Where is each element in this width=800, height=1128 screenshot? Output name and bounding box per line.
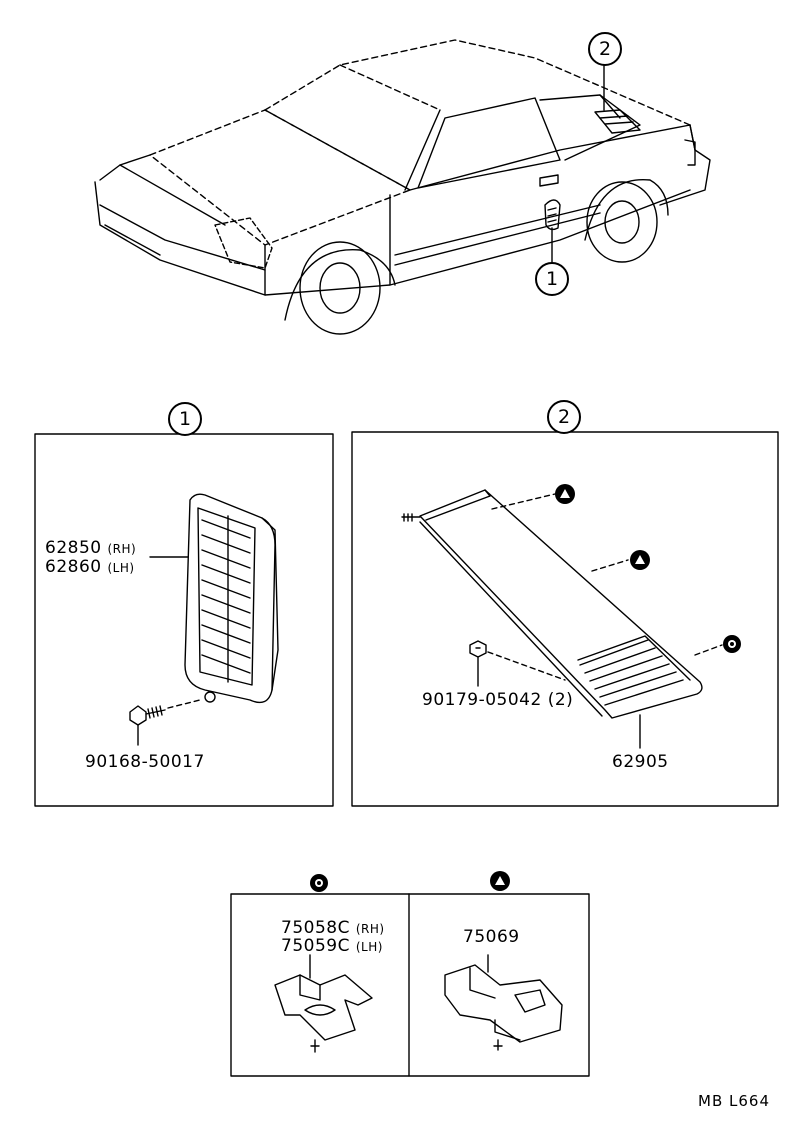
car-side-window [417,97,561,189]
part-75069-label: 75069 [463,927,520,947]
car-roof-outline [264,39,691,126]
side-louver-drawing [184,493,279,704]
callout-1-car: 1 [535,262,569,296]
side-indicator: (LH) [107,561,135,575]
part-75059c-label: 75059C (LH) [281,936,383,957]
nut-drawing [469,640,566,687]
part-90168-50017-label: 90168-50017 [85,752,205,772]
car-illustration [94,39,711,335]
part-90179-05042-label: 90179-05042 (2) [422,690,574,710]
symbol-marks [310,484,741,892]
part-number: 75058C [281,918,350,938]
rear-louver-drawing [401,489,703,719]
screw-drawing [129,699,201,746]
car-rear-louver [594,109,641,134]
side-indicator: (RH) [355,922,385,936]
car-rear-wheel-arch [584,178,669,241]
clips-panel-frame [230,893,590,1077]
clip-75069-drawing [444,954,563,1051]
part-number: 75059C [281,936,350,956]
car-door-handle [539,174,559,187]
part-62860-label: 62860 (LH) [45,557,135,578]
car-hood [149,109,411,246]
side-indicator: (LH) [355,940,383,954]
car-headlight [214,217,273,269]
callout-2-car: 2 [588,32,622,66]
part-62905-label: 62905 [612,752,669,772]
part-62850-label: 62850 (RH) [45,538,136,559]
diagram-code: MB L664 [698,1092,770,1110]
callout-2-panel: 2 [547,400,581,434]
car-door-louver [544,199,561,231]
part-number: 62850 [45,538,102,558]
part-75058c-label: 75058C (RH) [281,918,385,939]
car-side-body [264,189,691,296]
car-front-wheel-arch [284,249,396,321]
callout-1-panel: 1 [168,402,202,436]
car-rear-wheel [586,181,658,263]
car-rear [659,124,711,206]
side-indicator: (RH) [107,542,137,556]
part-number: 62860 [45,557,102,577]
car-front-bumper [94,181,266,296]
panel-1-frame [34,433,334,807]
car-front-wheel [299,241,381,335]
clip-75058c-drawing [274,954,373,1053]
